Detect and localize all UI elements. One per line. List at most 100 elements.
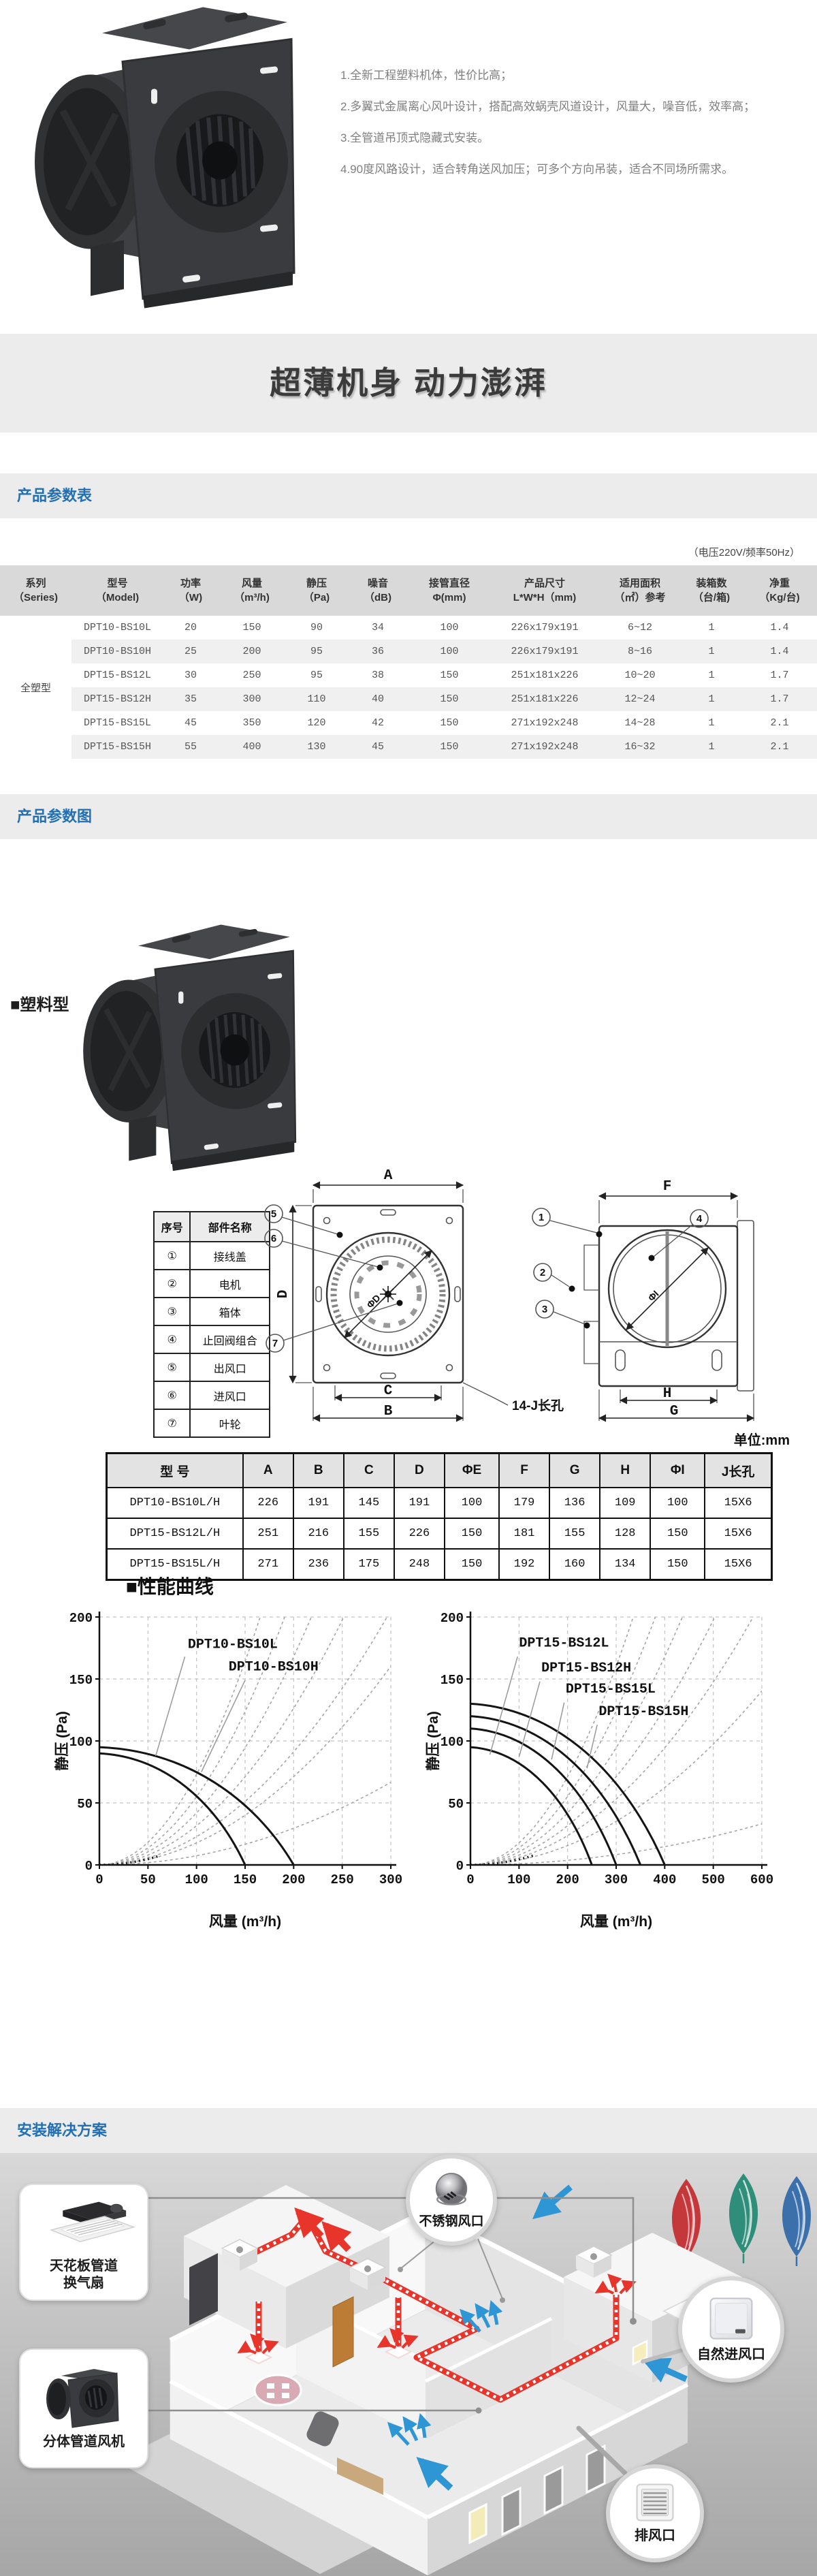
- spec-col-header: 型号（Model): [71, 565, 163, 616]
- steel-vent-icon: [435, 2173, 468, 2205]
- spec-cell: 30: [184, 670, 197, 681]
- page-title: 超薄机身 动力澎湃: [270, 365, 547, 400]
- spec-cell: 38: [371, 670, 384, 681]
- dim-header: A: [242, 1452, 294, 1488]
- dim-G: G: [670, 1404, 679, 1419]
- svg-text:静压 (Pa): 静压 (Pa): [426, 1711, 441, 1771]
- dim-cell: DPT15-BS12L/H: [106, 1518, 244, 1550]
- feature-item: 4.90度风路设计，适合转角送风加压；可多个方向吊装，适合不同场所需求。: [340, 163, 734, 176]
- dim-header: B: [292, 1452, 345, 1488]
- parts-cell: 止回阀组合: [189, 1325, 270, 1354]
- parts-cell: ⑥: [153, 1381, 191, 1410]
- svg-text:0: 0: [85, 1859, 93, 1874]
- spec-cell: 95: [286, 640, 347, 663]
- parts-cell: 箱体: [189, 1297, 270, 1326]
- spec-cell: 120: [307, 717, 326, 729]
- voltage-note: （电压220V/频率50Hz）: [688, 547, 800, 559]
- spec-cell: 1.4: [770, 622, 789, 633]
- callout-label: 不锈钢风口: [419, 2214, 484, 2229]
- svg-text:0: 0: [456, 1859, 464, 1874]
- spec-cell: 226x179x191: [511, 622, 579, 633]
- callout-2: 2: [540, 1267, 545, 1278]
- spec-cell: 130: [286, 735, 347, 759]
- spec-cell: 110: [286, 687, 347, 711]
- product-photo: [20, 0, 320, 310]
- parts-cell: ⑦: [153, 1409, 191, 1438]
- spec-cell: 20: [184, 622, 197, 633]
- dim-header: G: [549, 1452, 601, 1488]
- dim-C: C: [384, 1383, 393, 1399]
- svg-text:50: 50: [140, 1872, 156, 1887]
- callout-6: 6: [271, 1233, 276, 1244]
- dim-cell: 128: [599, 1518, 652, 1550]
- svg-text:250: 250: [331, 1872, 354, 1887]
- spec-cell: 55: [163, 735, 218, 759]
- parts-cell: 出风口: [189, 1353, 270, 1382]
- spec-cell: 35: [163, 687, 218, 711]
- dim-cell: 192: [498, 1548, 551, 1581]
- svg-text:100: 100: [69, 1735, 93, 1750]
- dim-cell: 160: [549, 1548, 601, 1581]
- spec-cell: 150: [408, 687, 490, 711]
- dim-F: F: [663, 1179, 672, 1195]
- spec-col-header: 噪音（dB): [347, 565, 408, 616]
- spec-cell: 300: [218, 687, 286, 711]
- spec-cell: 45: [184, 717, 197, 729]
- dim-cell: 271: [242, 1548, 294, 1581]
- performance-title: ■性能曲线: [126, 1576, 214, 1597]
- spec-cell: 251x181x226: [490, 687, 599, 711]
- parts-cell: ⑤: [153, 1353, 191, 1382]
- svg-text:100: 100: [507, 1872, 530, 1887]
- spec-col-header: 装箱数（台/箱): [681, 565, 742, 616]
- feature-item: 1.全新工程塑料机体，性价比高；: [340, 69, 513, 82]
- dim-H: H: [663, 1386, 672, 1402]
- dim-phiD: ΦD: [364, 1292, 383, 1310]
- spec-cell: 150: [242, 622, 261, 633]
- spec-cell: 2.1: [770, 717, 789, 729]
- spec-cell: 90: [310, 622, 323, 633]
- unit-note: 单位:mm: [733, 1433, 790, 1448]
- spec-cell: 1: [681, 640, 742, 663]
- parts-cell: ④: [153, 1325, 191, 1354]
- spec-col-header: 静压（Pa): [286, 565, 347, 616]
- spec-cell: 25: [163, 640, 218, 663]
- svg-text:DPT15-BS15H: DPT15-BS15H: [598, 1704, 688, 1720]
- callout-natural-inlet: 自然进风口: [678, 2276, 784, 2383]
- dim-header: C: [342, 1452, 395, 1488]
- svg-text:50: 50: [448, 1797, 464, 1812]
- install-card-duct-fan: 分体管道风机: [19, 2349, 148, 2468]
- spec-cell: 42: [371, 717, 384, 729]
- dim-cell: 150: [650, 1548, 706, 1581]
- spec-cell: DPT10-BS10L: [83, 622, 152, 633]
- svg-text:200: 200: [282, 1872, 305, 1887]
- dim-cell: 100: [650, 1487, 706, 1519]
- callout-exhaust-vent: 排风口: [606, 2464, 704, 2562]
- dim-cell: 179: [498, 1487, 551, 1519]
- material-type-label: ■塑料型: [10, 996, 69, 1014]
- svg-text:DPT10-BS10H: DPT10-BS10H: [229, 1659, 319, 1675]
- spec-cell: 40: [347, 687, 408, 711]
- dim-cell: 150: [443, 1548, 500, 1581]
- dim-cell: DPT10-BS10L/H: [106, 1487, 244, 1519]
- spec-cell: 6~12: [627, 622, 652, 633]
- dim-cell: 134: [599, 1548, 652, 1581]
- spec-cell: 1.7: [742, 687, 817, 711]
- dim-cell: 236: [292, 1548, 345, 1581]
- spec-cell: 150: [408, 735, 490, 759]
- dim-cell: 100: [443, 1487, 500, 1519]
- dim-cell: 155: [342, 1518, 395, 1550]
- parts-cell: 进风口: [189, 1381, 270, 1410]
- svg-text:150: 150: [69, 1673, 93, 1688]
- callout-3: 3: [542, 1304, 547, 1315]
- dim-header: ΦI: [650, 1452, 706, 1488]
- spec-cell: 2.1: [742, 735, 817, 759]
